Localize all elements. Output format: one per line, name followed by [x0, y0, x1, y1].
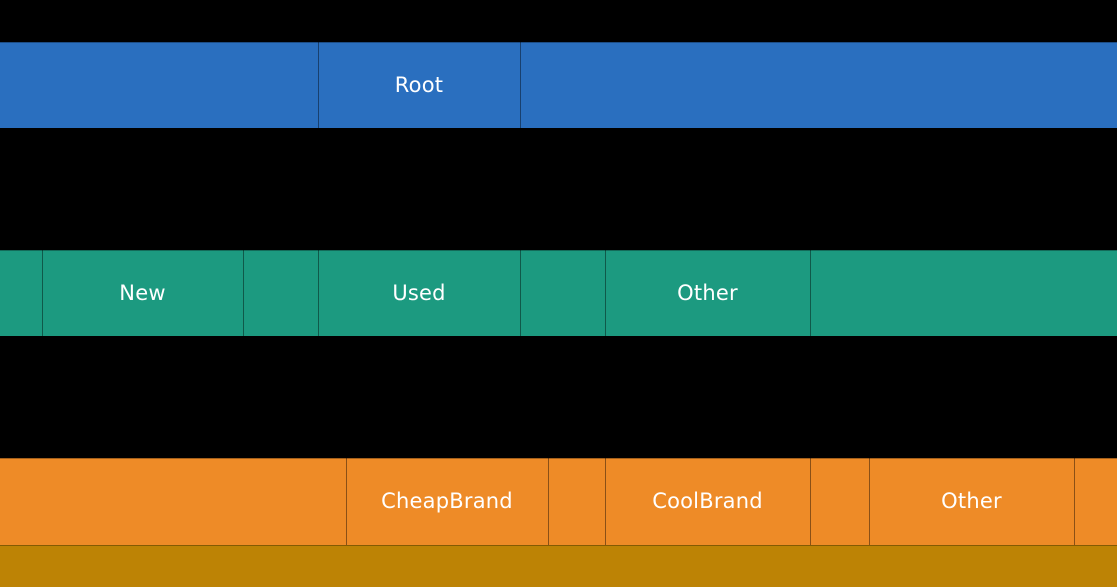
icicle-level-0: Root [0, 42, 1117, 128]
icicle-node-unlabeled-0-0[interactable] [0, 42, 318, 128]
icicle-node-unlabeled-1-4[interactable] [520, 250, 605, 336]
icicle-node-unlabeled-1-0[interactable] [0, 250, 42, 336]
icicle-node-unlabeled-1-2[interactable] [243, 250, 318, 336]
icicle-node-label: Other [941, 489, 1002, 513]
icicle-node-label: New [119, 280, 166, 305]
icicle-node-unlabeled-3-0[interactable] [0, 545, 1117, 587]
icicle-level-3 [0, 545, 1117, 587]
icicle-node-unlabeled-2-4[interactable] [810, 458, 869, 545]
icicle-level-2: CheapBrand CoolBrand Other [0, 458, 1117, 545]
icicle-node-other[interactable]: Other [869, 458, 1074, 545]
icicle-node-label: CoolBrand [652, 489, 763, 513]
icicle-node-unlabeled-0-2[interactable] [520, 42, 1117, 128]
icicle-node-used[interactable]: Used [318, 250, 520, 336]
icicle-level-1: New Used Other [0, 250, 1117, 336]
icicle-node-unlabeled-2-6[interactable] [1074, 458, 1117, 545]
icicle-node-other[interactable]: Other [605, 250, 810, 336]
icicle-node-unlabeled-2-0[interactable] [0, 458, 346, 545]
icicle-node-label: CheapBrand [381, 489, 513, 513]
icicle-node-new[interactable]: New [42, 250, 243, 336]
icicle-node-label: Other [677, 280, 738, 305]
icicle-node-unlabeled-2-2[interactable] [548, 458, 605, 545]
icicle-node-unlabeled-1-6[interactable] [810, 250, 1117, 336]
icicle-node-coolbrand[interactable]: CoolBrand [605, 458, 810, 545]
icicle-node-root[interactable]: Root [318, 42, 520, 128]
icicle-node-cheapbrand[interactable]: CheapBrand [346, 458, 548, 545]
icicle-node-label: Root [394, 72, 444, 97]
icicle-node-label: Used [392, 280, 446, 305]
